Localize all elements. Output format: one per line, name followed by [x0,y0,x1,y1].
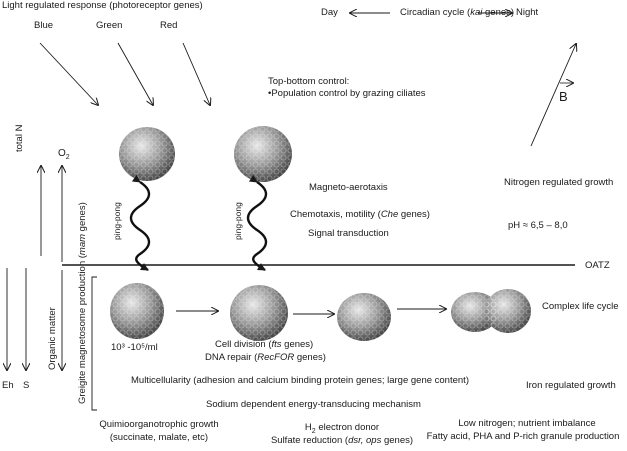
ph-text: pH ≈ 6,5 – 8,0 [508,220,568,231]
top-bottom-item: •Population control by grazing ciliates [268,88,426,99]
light-arrow-blue [39,42,98,105]
density-text: 10³ -10⁵/ml [111,342,158,353]
s-label: S [23,380,30,391]
greigite-label: Greigite magnetosome production (mam gen… [77,202,88,404]
low-nitrogen-text: Low nitrogen; nutrient imbalance [458,418,596,429]
light-arrow-green [117,42,153,105]
sulfate-reduction-text: Sulfate reduction (dsr, ops genes) [270,435,414,446]
light-green-label: Green [96,20,123,31]
o2-label: O2 [58,148,70,161]
total-n-label: total N [14,124,25,152]
h2-donor-text: H2 electron donor [304,422,380,435]
sodium-mechanism-text: Sodium dependent energy-transducing mech… [206,399,421,410]
greigite-bracket [91,276,97,411]
eh-label: Eh [2,380,14,391]
ping-pong-label-right: ping-pong [233,202,243,240]
signal-transduction-text: Signal transduction [308,228,389,239]
multicellularity-text: Multicellularity (adhesion and calcium b… [131,375,469,386]
cell-lower-1 [110,283,164,339]
fatty-acid-text: Fatty acid, PHA and P-rich granule produ… [426,431,620,442]
magnetic-field-arrow [530,44,576,147]
ping-pong-arrow-left [129,174,151,272]
circadian-day-label: Day [321,7,338,18]
cell-lower-2 [230,285,288,341]
complex-life-cycle-text: Complex life cycle [542,301,619,312]
magneto-aerotaxis-text: Magneto-aerotaxis [309,182,388,193]
nitrogen-regulated-text: Nitrogen regulated growth [504,177,614,188]
dna-repair-text: DNA repair (RecFOR genes) [205,352,326,363]
circadian-label: Circadian cycle (kai genes) [400,7,515,18]
quimio-substrates-text: (succinate, malate, etc) [109,432,209,443]
magnetic-field-label: B [559,89,568,104]
top-bottom-title: Top-bottom control: [268,76,350,87]
oatz-label: OATZ [585,260,610,271]
cell-upper-right [234,126,292,182]
quimio-growth-text: Quimioorganotrophic growth [99,419,219,430]
light-blue-label: Blue [34,20,54,31]
circadian-night-label: Night [516,7,539,18]
light-red-label: Red [160,20,178,31]
iron-regulated-text: Iron regulated growth [526,380,616,391]
ping-pong-arrow-right [246,174,268,272]
cell-division-text: Cell division (fts genes) [215,339,314,350]
ping-pong-label-left: ping-pong [112,202,122,240]
cell-lower-3 [337,293,391,341]
cell-lower-4-dividing [451,289,531,333]
light-title: Light regulated response (photoreceptor … [2,0,203,11]
light-arrow-red [182,42,210,105]
organic-matter-label: Organic matter [47,307,58,370]
cell-upper-left [119,127,175,181]
chemotaxis-text: Chemotaxis, motility (Che genes) [290,209,430,220]
